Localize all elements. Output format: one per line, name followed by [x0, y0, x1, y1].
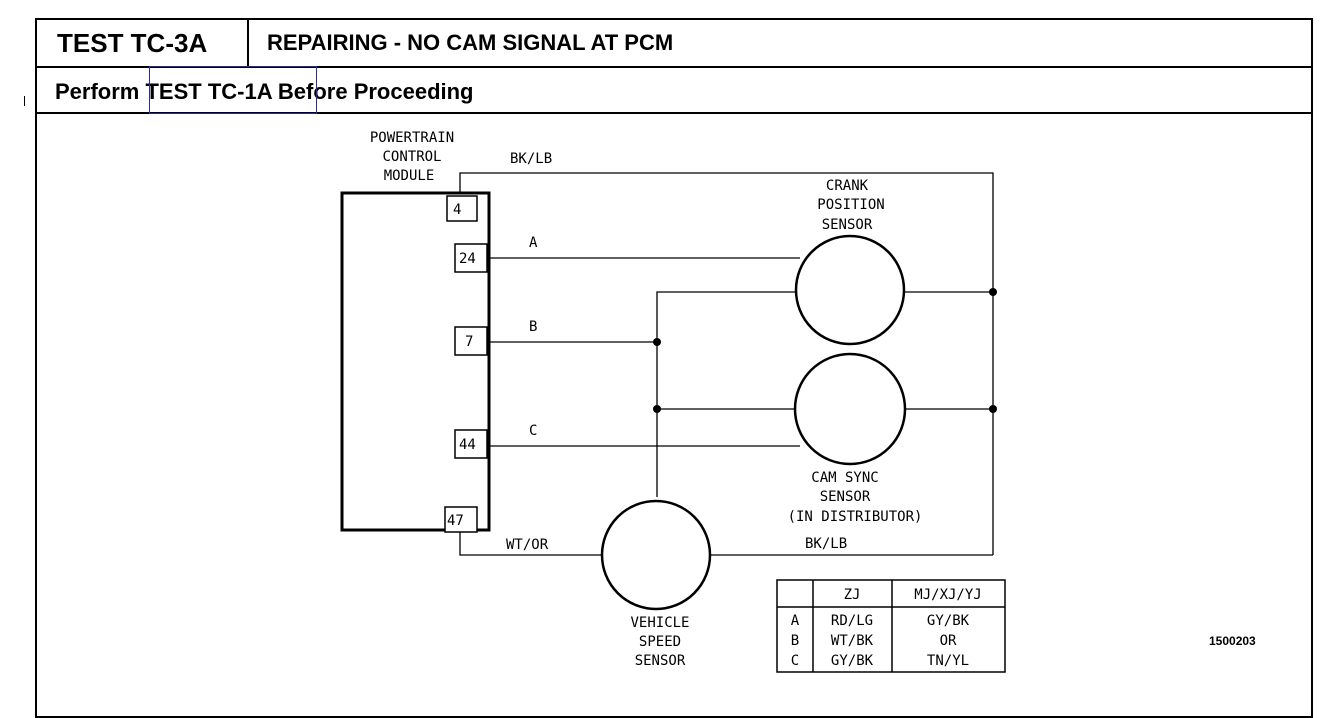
pin-box-44 [454, 429, 488, 459]
wire-color-table: ZJ MJ/XJ/YJ A RD/LG GY/BK B WT/BK OR C G… [776, 579, 1006, 673]
wire-label-b: B [529, 319, 537, 335]
pin-label-4: 4 [453, 202, 461, 218]
test-id: TEST TC-3A [37, 20, 249, 66]
wire-label-vss-left: WT/OR [506, 537, 549, 553]
vss-label-2: SPEED [639, 634, 681, 650]
perform-prefix: Perform [55, 79, 146, 104]
table-cell-a-key: A [791, 613, 800, 629]
pcm-label-3: MODULE [384, 168, 435, 184]
table-header-zj: ZJ [844, 587, 861, 603]
pin-label-44: 44 [459, 437, 476, 453]
table-cell-a-mj: GY/BK [927, 613, 970, 629]
vss-label-1: VEHICLE [630, 615, 689, 631]
junction-cam-right [989, 405, 997, 413]
table-cell-c-zj: GY/BK [831, 653, 874, 669]
pin-label-24: 24 [459, 251, 476, 267]
pcm-label-1: POWERTRAIN [370, 130, 454, 146]
margin-tick [24, 96, 25, 106]
vss-sensor [600, 499, 712, 611]
test-link[interactable]: TEST TC-1A [145, 79, 272, 104]
table-cell-c-key: C [791, 653, 799, 669]
header-row: TEST TC-3A REPAIRING - NO CAM SIGNAL AT … [37, 20, 1311, 68]
table-cell-a-zj: RD/LG [831, 613, 873, 629]
wire-label-c: C [529, 423, 537, 439]
crank-label-1: CRANK [826, 178, 869, 194]
wiring-diagram: POWERTRAIN CONTROL MODULE 4 24 7 44 47 B… [340, 130, 1256, 673]
figure-number: 1500203 [1209, 634, 1256, 648]
link-highlight-box[interactable] [149, 66, 317, 114]
wire-signal-vertical [656, 291, 796, 497]
pin-label-7: 7 [465, 334, 473, 350]
table-cell-b-key: B [791, 633, 799, 649]
crank-label-3: SENSOR [822, 217, 873, 233]
cam-label-2: SENSOR [820, 489, 871, 505]
cam-label-1: CAM SYNC [811, 470, 878, 486]
wire-bk-lb-top [459, 172, 994, 555]
perform-suffix: Before Proceeding [271, 79, 474, 104]
table-cell-c-mj: TN/YL [927, 653, 969, 669]
junction-b [653, 338, 661, 346]
wire-label-top: BK/LB [510, 151, 552, 167]
table-header-mj: MJ/XJ/YJ [914, 587, 981, 603]
table-outline [776, 579, 1006, 673]
perform-instruction: Perform TEST TC-1A Before Proceeding [55, 79, 474, 105]
pin-box-4 [446, 195, 478, 222]
junction-crank-right [989, 288, 997, 296]
junction-cam-left [653, 405, 661, 413]
table-cell-b-zj: WT/BK [831, 633, 874, 649]
cam-label-3: (IN DISTRIBUTOR) [788, 509, 923, 525]
wire-wt-or [459, 532, 602, 556]
crank-label-2: POSITION [817, 197, 884, 213]
wire-label-vss-right: BK/LB [805, 536, 847, 552]
wires [459, 172, 994, 556]
test-title: REPAIRING - NO CAM SIGNAL AT PCM [267, 30, 674, 55]
vss-label-3: SENSOR [635, 653, 686, 669]
subheader-row: Perform TEST TC-1A Before Proceeding [37, 68, 1311, 114]
crank-sensor [794, 234, 906, 346]
cam-sensor [793, 352, 907, 466]
table-cell-b-mj: OR [940, 633, 957, 649]
pin-box-24 [454, 243, 488, 273]
pin-box-47 [444, 506, 478, 533]
pcm-label-2: CONTROL [382, 149, 441, 165]
pin-label-47: 47 [447, 513, 464, 529]
pcm-box [340, 191, 491, 532]
pin-box-7 [454, 326, 488, 356]
wire-label-a: A [529, 235, 538, 251]
